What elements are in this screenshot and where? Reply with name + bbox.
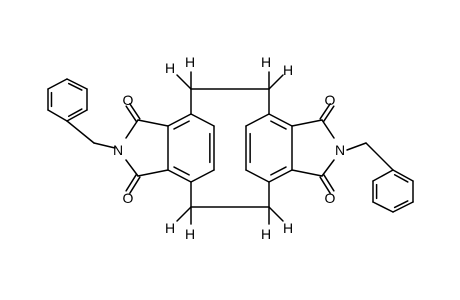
bond-line-8 [67,108,83,118]
bond-line-11 [93,142,116,149]
bond-line-43 [245,113,270,127]
bond-line-69 [393,200,409,209]
oxygen-label-upper-right: O [325,92,336,108]
bond-line-20 [167,113,192,127]
bond-line-24 [167,169,192,183]
hydrogen-label-8: H [283,220,293,236]
hydrogen-label-3: H [261,54,271,70]
bond-line-50 [270,166,287,176]
bond-line-56 [319,176,331,194]
hydrogen-label-7: H [261,226,271,242]
nitrogen-label-left: N [113,142,123,158]
bond-line-19 [137,169,169,177]
oxygen-label-lower-right: O [325,190,336,206]
bond-line-16 [125,174,137,192]
bond-line-6 [47,78,68,90]
bond-line-39 [176,206,192,222]
bond-line-67 [372,169,394,182]
bond-line-23 [190,169,215,183]
bond-line-49 [270,120,287,130]
bond-line-28 [173,166,190,176]
bond-lines [47,71,414,225]
bond-line-62 [392,169,414,182]
bond-line-12 [125,119,139,139]
bond-line-58 [321,119,335,139]
nitrogen-label-right: N [335,142,345,158]
bond-line-47 [245,169,270,183]
bond-line-7 [67,82,83,91]
oxygen-label-upper-left: O [123,92,134,108]
bond-line-13 [125,159,139,177]
bond-line-4 [47,109,68,122]
bond-line-1 [66,78,88,90]
bond-line-10 [66,120,95,144]
hydrogen-label-5: H [165,220,175,236]
hydrogen-label-6: H [185,226,195,242]
bond-line-59 [321,159,335,177]
hydrogen-label-2: H [185,54,195,70]
bond-line-53 [291,169,323,177]
oxygen-label-lower-left: O [123,190,134,206]
bond-line-21 [190,113,215,127]
bond-line-52 [291,119,323,127]
bond-line-3 [66,109,88,122]
bond-line-38 [268,74,284,90]
hydrogen-label-4: H [283,62,293,78]
bond-line-26 [173,120,190,130]
bond-line-35 [176,74,192,90]
bond-line-55 [319,103,331,120]
bond-line-44 [268,113,293,127]
bond-line-18 [137,119,169,127]
bond-line-65 [372,201,394,213]
bond-line-17 [129,176,141,194]
bond-line-61 [365,142,394,171]
bond-line-42 [268,206,284,222]
bond-line-14 [129,103,141,120]
bond-line-60 [346,142,367,151]
bond-line-54 [323,105,335,122]
bond-line-46 [268,169,293,183]
bond-line-57 [323,174,335,192]
bond-line-64 [392,201,414,213]
bond-line-15 [125,105,137,122]
bond-line-68 [393,173,409,183]
hydrogen-label-1: H [165,60,175,76]
